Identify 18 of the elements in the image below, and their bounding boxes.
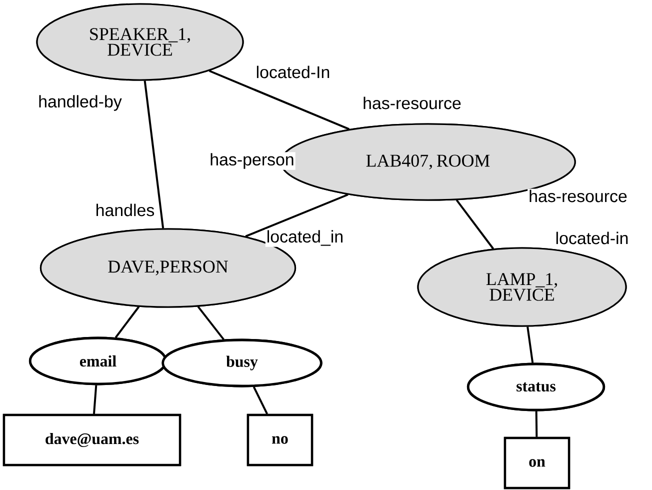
edge-label: has-person	[208, 152, 296, 170]
role-label: handles	[94, 202, 156, 218]
connector-line	[197, 306, 224, 340]
connector-line	[526, 326, 534, 363]
edge-label: handled-by	[37, 94, 123, 112]
role-label: located_in	[265, 229, 345, 247]
role-label: has-resource	[362, 96, 462, 110]
connector-line	[114, 306, 140, 338]
connector-line	[535, 411, 538, 437]
edge-label: has-resource	[528, 188, 628, 204]
role-label: located-in	[554, 230, 630, 246]
connector-line	[92, 385, 98, 414]
connector-line	[208, 70, 350, 130]
edge-label: located-In	[254, 64, 332, 80]
connector-line	[144, 80, 164, 228]
connector-line	[456, 199, 494, 250]
connector-line	[245, 194, 348, 238]
connector-line	[252, 386, 268, 414]
